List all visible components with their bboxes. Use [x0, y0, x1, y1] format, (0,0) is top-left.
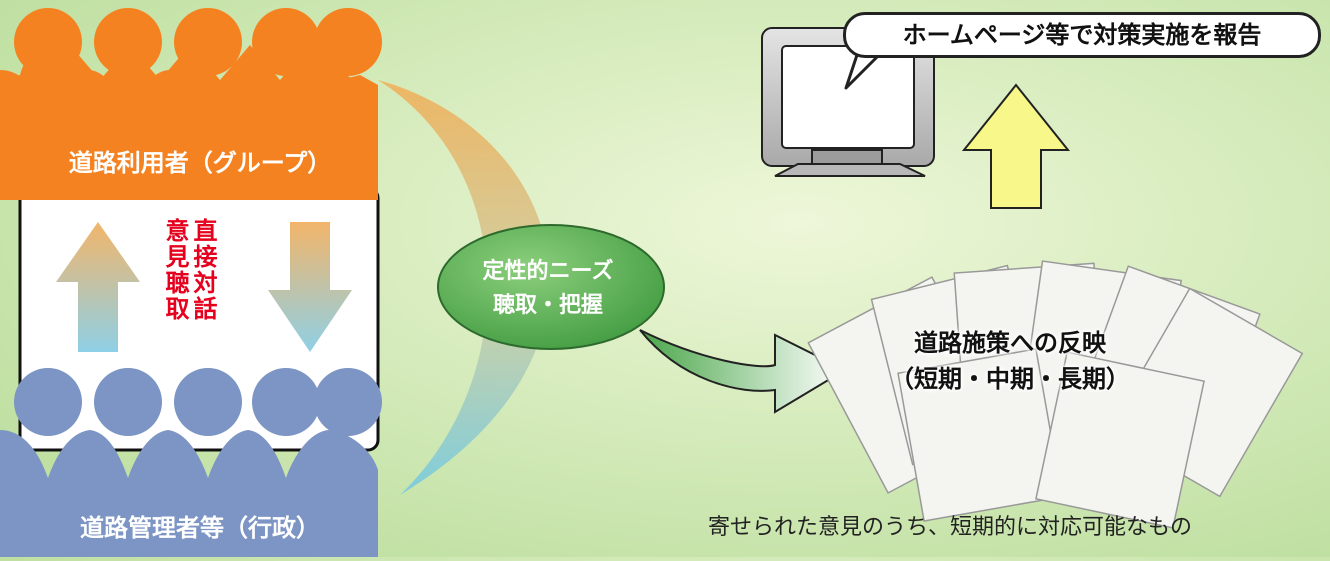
documents-icon — [807, 260, 1304, 529]
reflection-line-1: 道路施策への反映 — [914, 329, 1106, 357]
needs-line-1: 定性的ニーズ — [482, 259, 614, 284]
report-speech-bubble: ホームページ等で対策実施を報告 — [843, 12, 1321, 58]
up-arrow-icon — [56, 222, 140, 352]
down-arrow-icon — [268, 222, 352, 352]
big-right-arrow-icon — [639, 329, 848, 414]
needs-line-2: 聴取・把握 — [492, 293, 603, 318]
admin-group-label: 道路管理者等（行政） — [80, 514, 320, 542]
admin-group — [0, 368, 382, 557]
policy-reflection-label: 道路施策への反映 （短期・中期・長期） — [860, 325, 1160, 397]
direct-dialogue-text: 直接対話 — [189, 218, 217, 322]
opinion-hearing-text: 意見聴取 — [161, 218, 189, 322]
caption-line-1: 寄せられた意見のうち、短期的に対応可能なもの — [708, 515, 1193, 540]
needs-label: 定性的ニーズ 聴取・把握 — [438, 255, 658, 323]
users-group — [0, 8, 382, 200]
report-up-arrow-icon — [961, 83, 1071, 209]
users-group-label: 道路利用者（グループ） — [68, 149, 332, 177]
monitor-icon — [761, 27, 935, 177]
flow-curve — [378, 80, 550, 495]
reflection-line-2: （短期・中期・長期） — [890, 365, 1130, 393]
needs-ellipse — [437, 224, 665, 350]
